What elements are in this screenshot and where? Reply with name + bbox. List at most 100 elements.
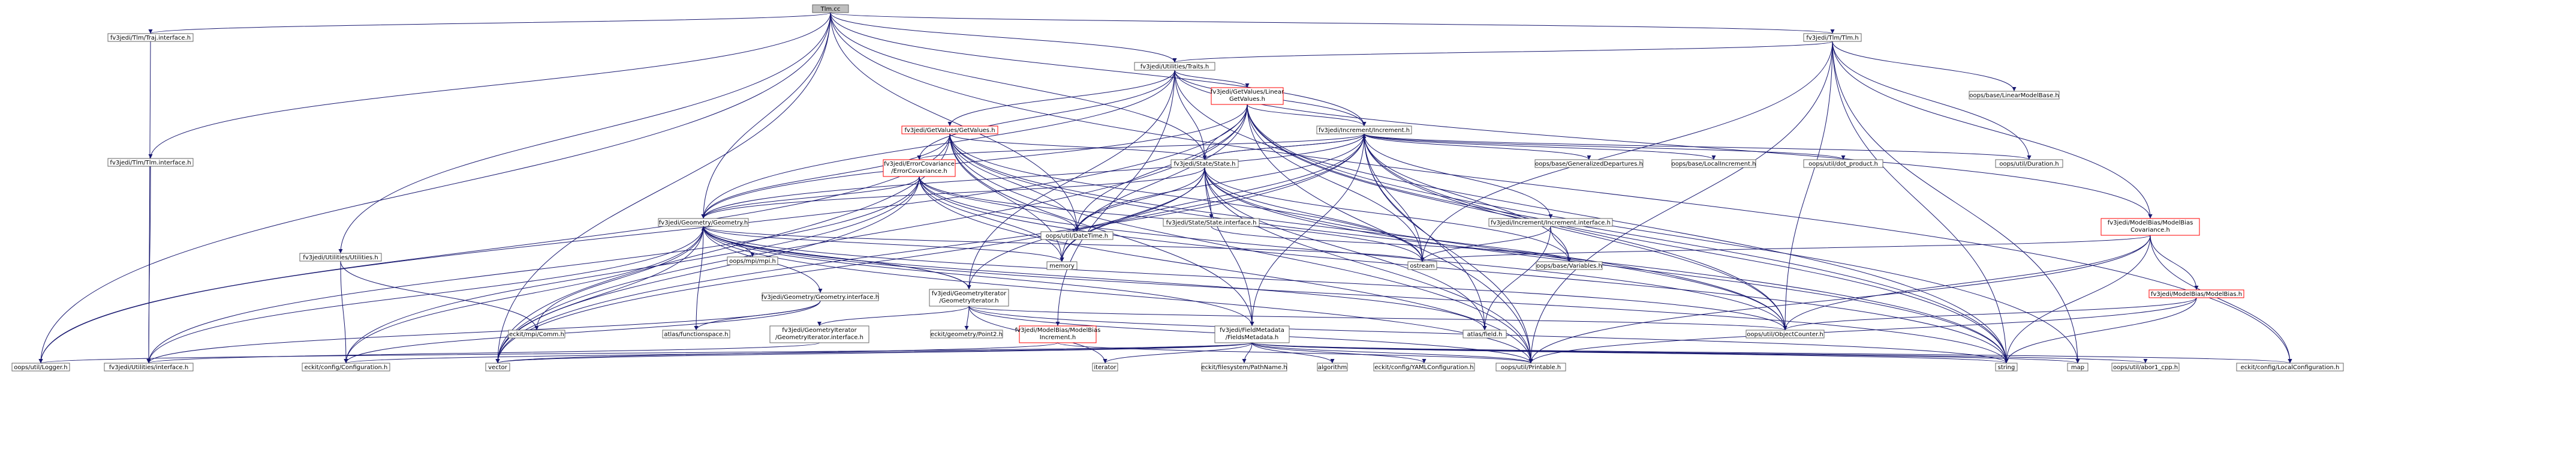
node-pathname[interactable]: eckit/filesystem/PathName.h bbox=[1201, 363, 1287, 372]
node-box bbox=[1040, 231, 1114, 240]
node-variables[interactable]: oops/base/Variables.h bbox=[1536, 261, 1603, 270]
node-increment[interactable]: fv3jedi/Increment/Increment.h bbox=[1316, 125, 1412, 134]
node-vector[interactable]: vector bbox=[485, 363, 510, 372]
node-field-meta[interactable]: fv3jedi/FieldMetadata/FieldsMetadata.h bbox=[1214, 325, 1290, 343]
node-getvalues[interactable]: fv3jedi/GetValues/GetValues.h bbox=[901, 125, 998, 134]
node-configuration[interactable]: eckit/config/Configuration.h bbox=[302, 363, 390, 372]
node-geometry[interactable]: fv3jedi/Geometry/Geometry.h bbox=[658, 218, 749, 227]
edge-inc-iface-to-variables bbox=[1550, 226, 1572, 262]
node-logger[interactable]: oops/util/Logger.h bbox=[11, 363, 70, 372]
node-label: eckit/filesystem/PathName.h bbox=[1201, 364, 1287, 371]
node-box bbox=[2111, 363, 2180, 372]
node-box bbox=[762, 292, 879, 301]
node-label: oops/util/Duration.h bbox=[1999, 161, 2059, 167]
node-comm[interactable]: eckit/mpi/Comm.h bbox=[508, 330, 565, 339]
node-utilities-h[interactable]: fv3jedi/Utilities/Utilities.h bbox=[299, 253, 382, 262]
node-util-iface[interactable]: fv3jedi/Utilities/interface.h bbox=[104, 363, 194, 372]
edge-geometry-to-vector bbox=[495, 226, 704, 364]
node-gen-dep[interactable]: oops/base/GeneralizedDepartures.h bbox=[1534, 159, 1644, 168]
node-geom-iter-iface[interactable]: fv3jedi/GeometryIterator/GeometryIterato… bbox=[769, 325, 869, 343]
edge-state-iface-to-variables bbox=[1211, 226, 1572, 262]
node-abort-cpp[interactable]: oops/util/abor1_cpp.h bbox=[2111, 363, 2180, 372]
node-local-config[interactable]: eckit/config/LocalConfiguration.h bbox=[2236, 363, 2344, 372]
node-label: oops/base/Variables.h bbox=[1536, 263, 1602, 270]
edge-increment-to-inc-iface bbox=[1364, 133, 1553, 219]
node-label: /GeometryIterator.h bbox=[939, 298, 998, 304]
edge-tlm-h-to-printable bbox=[1528, 41, 1833, 364]
node-ostream[interactable]: ostream bbox=[1407, 261, 1437, 270]
edge-getvalues-to-ostream bbox=[949, 133, 1425, 262]
edge-geom-iter-to-geometry bbox=[701, 226, 970, 290]
node-box bbox=[508, 330, 565, 339]
node-traits[interactable]: fv3jedi/Utilities/Traits.h bbox=[1134, 62, 1215, 71]
node-tlm-h[interactable]: fv3jedi/Tlm/Tlm.h bbox=[1803, 33, 1862, 42]
node-error-cov[interactable]: fv3jedi/ErrorCovariance/ErrorCovariance.… bbox=[883, 159, 956, 177]
node-label: oops/base/LocalIncrement.h bbox=[1672, 161, 1756, 167]
edge-state-to-printable bbox=[1204, 167, 1533, 364]
dependency-edges bbox=[38, 12, 2292, 364]
edge-linear-getvalues-to-logger bbox=[38, 104, 1248, 364]
node-mpi-h[interactable]: oops/mpi/mpi.h bbox=[727, 256, 778, 265]
node-duration[interactable]: oops/util/Duration.h bbox=[1995, 159, 2063, 168]
edge-tlm-iface-to-util-iface bbox=[146, 166, 151, 364]
node-geom-iface[interactable]: fv3jedi/Geometry/Geometry.interface.h bbox=[762, 292, 879, 301]
edge-field-meta-to-iterator bbox=[1103, 342, 1253, 364]
edge-tlm-cc-to-datetime bbox=[830, 12, 1079, 232]
node-iterator[interactable]: iterator bbox=[1092, 363, 1118, 372]
node-algorithm[interactable]: algorithm bbox=[1317, 363, 1348, 372]
node-label: fv3jedi/GetValues/Linear bbox=[1211, 89, 1284, 95]
edge-tlm-h-to-modelbias-cov bbox=[1832, 41, 2153, 219]
node-inc-iface[interactable]: fv3jedi/Increment/Increment.interface.h bbox=[1488, 218, 1613, 227]
node-datetime[interactable]: oops/util/DateTime.h bbox=[1040, 231, 1114, 240]
node-yaml-config[interactable]: eckit/config/YAMLConfiguration.h bbox=[1373, 363, 1475, 372]
edge-geometry-to-object-counter bbox=[703, 226, 1787, 331]
node-label: atlas/functionspace.h bbox=[664, 331, 728, 338]
node-box bbox=[1201, 363, 1287, 372]
node-label: fv3jedi/GeometryIterator bbox=[782, 327, 857, 334]
node-string[interactable]: string bbox=[1995, 363, 2018, 372]
node-modelbias[interactable]: fv3jedi/ModelBias/ModelBias.h bbox=[2148, 289, 2244, 298]
edge-modelbias-cov-to-modelbias bbox=[2150, 235, 2199, 291]
node-linear-model-base[interactable]: oops/base/LinearModelBase.h bbox=[1969, 91, 2060, 100]
node-dot-product[interactable]: oops/util/dot_product.h bbox=[1803, 159, 1883, 168]
node-box bbox=[1163, 218, 1260, 227]
edge-field-meta-to-logger bbox=[39, 342, 1253, 364]
node-memory[interactable]: memory bbox=[1046, 261, 1078, 270]
node-box bbox=[2100, 218, 2200, 236]
edge-state-to-object-counter bbox=[1204, 167, 1787, 331]
edge-tlm-cc-to-traj-iface bbox=[148, 12, 831, 34]
node-printable[interactable]: oops/util/Printable.h bbox=[1495, 363, 1566, 372]
node-traj-iface[interactable]: fv3jedi/Tlm/Traj.interface.h bbox=[107, 33, 194, 42]
node-label: oops/util/Logger.h bbox=[14, 364, 67, 371]
node-box bbox=[485, 363, 510, 372]
node-map[interactable]: map bbox=[2067, 363, 2089, 372]
edge-tlm-h-to-object-counter bbox=[1783, 41, 1833, 331]
node-box bbox=[1746, 330, 1825, 339]
node-box bbox=[1019, 325, 1097, 343]
node-point2[interactable]: eckit/geometry/Point2.h bbox=[930, 330, 1003, 339]
node-local-inc[interactable]: oops/base/LocalIncrement.h bbox=[1671, 159, 1756, 168]
edge-error-cov-to-util-iface bbox=[146, 176, 920, 364]
edge-geometry-to-comm bbox=[534, 226, 704, 331]
edge-tlm-cc-to-geometry bbox=[701, 12, 831, 219]
node-box bbox=[812, 4, 849, 13]
edge-state-to-vector bbox=[495, 167, 1205, 364]
node-label: memory bbox=[1049, 263, 1075, 270]
node-state[interactable]: fv3jedi/State/State.h bbox=[1170, 159, 1239, 168]
node-label: Covariance.h bbox=[2130, 227, 2170, 233]
edge-geom-iter-to-geom-iter-iface bbox=[817, 306, 970, 327]
node-functionspace[interactable]: atlas/functionspace.h bbox=[662, 330, 730, 339]
edge-increment-to-gen-dep bbox=[1364, 133, 1591, 160]
node-geom-iter[interactable]: fv3jedi/GeometryIterator/GeometryIterato… bbox=[929, 289, 1009, 307]
node-label: eckit/config/Configuration.h bbox=[305, 364, 388, 371]
edge-state-to-ostream bbox=[1204, 167, 1425, 262]
edge-field-meta-to-vector bbox=[496, 342, 1253, 364]
node-atlas-field[interactable]: atlas/field.h bbox=[1462, 330, 1507, 339]
node-tlm-iface[interactable]: fv3jedi/Tlm/Tlm.interface.h bbox=[107, 158, 194, 167]
edge-increment-to-geometry bbox=[701, 133, 1365, 219]
node-object-counter[interactable]: oops/util/ObjectCounter.h bbox=[1746, 330, 1825, 339]
node-state-iface[interactable]: fv3jedi/State/State.interface.h bbox=[1163, 218, 1260, 227]
